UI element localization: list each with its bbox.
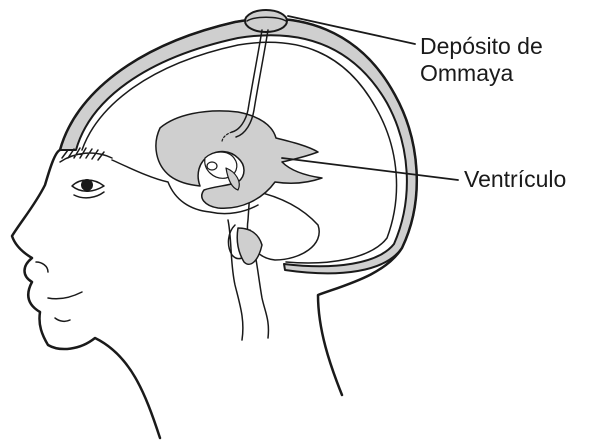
ommaya-label-line1: Depósito de bbox=[420, 33, 543, 60]
mouth-detail bbox=[48, 292, 82, 299]
ommaya-reservoir bbox=[245, 10, 287, 32]
eye-iris bbox=[82, 180, 92, 190]
ommaya-label: Depósito de Ommaya bbox=[420, 33, 543, 87]
ommaya-label-line2: Ommaya bbox=[420, 60, 543, 87]
ventricle-label: Ventrículo bbox=[464, 166, 566, 193]
chin-detail bbox=[55, 318, 70, 321]
eye-lash bbox=[74, 192, 104, 198]
head-outline bbox=[12, 19, 417, 438]
eyebrow bbox=[60, 148, 112, 162]
ventricle-foramen bbox=[207, 162, 217, 170]
nose-detail bbox=[36, 262, 48, 272]
